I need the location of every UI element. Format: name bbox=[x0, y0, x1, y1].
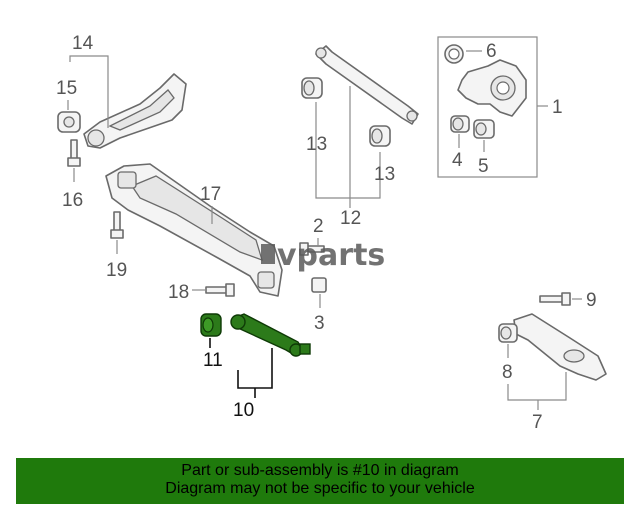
callout-11: 11 bbox=[203, 350, 223, 371]
bolt-19-part bbox=[113, 211, 121, 233]
callout-6: 6 bbox=[486, 41, 497, 62]
knuckle-assembly-group bbox=[437, 36, 548, 178]
callout-1: 1 bbox=[552, 97, 563, 118]
knuckle-bore bbox=[496, 81, 510, 95]
watermark-text: vparts bbox=[277, 238, 385, 273]
lateral-link-nut bbox=[299, 343, 311, 355]
callout-10: 10 bbox=[233, 400, 254, 421]
callout-5: 5 bbox=[478, 156, 489, 177]
lower-arm-part bbox=[513, 313, 607, 381]
lower-arm-group bbox=[498, 292, 607, 410]
nut-3-part bbox=[311, 277, 327, 293]
lateral-link-eye bbox=[230, 314, 246, 330]
bolt-19-head bbox=[110, 229, 124, 239]
callout-13b: 13 bbox=[374, 164, 395, 185]
subframe-mount-a bbox=[117, 171, 137, 189]
callout-9: 9 bbox=[586, 290, 597, 311]
bushing-13b-face bbox=[371, 128, 383, 144]
leader-10-bracket bbox=[237, 348, 273, 389]
bushing-13a-face bbox=[303, 80, 315, 96]
bushing-5-face bbox=[475, 122, 487, 136]
callout-17: 17 bbox=[200, 184, 221, 205]
callout-15: 15 bbox=[56, 78, 77, 99]
callout-7: 7 bbox=[532, 412, 543, 433]
bushing-11-face bbox=[202, 317, 214, 333]
exploded-parts-diagram: 1 2 3 4 5 6 7 8 9 10 11 12 13 13 14 15 1… bbox=[56, 33, 607, 433]
bolt-18-head bbox=[225, 283, 235, 297]
trailing-arm-part bbox=[83, 73, 187, 149]
info-banner: Part or sub-assembly is #10 in diagram D… bbox=[16, 458, 624, 504]
trailing-arm-rib bbox=[108, 89, 175, 131]
callout-13a: 13 bbox=[306, 134, 327, 155]
callout-3: 3 bbox=[314, 313, 325, 334]
watermark-logo: vparts bbox=[261, 238, 385, 273]
lower-arm-spring-seat bbox=[563, 349, 585, 363]
seal-ring-hole bbox=[448, 48, 460, 60]
bolt-16-part bbox=[70, 139, 78, 161]
callout-4: 4 bbox=[452, 150, 463, 171]
callout-14: 14 bbox=[72, 33, 94, 54]
upper-arm-eye-b bbox=[406, 110, 418, 122]
bolt-16-head bbox=[67, 157, 81, 167]
callout-18: 18 bbox=[168, 282, 189, 303]
callout-19: 19 bbox=[106, 260, 127, 281]
trailing-arm-eye bbox=[87, 129, 105, 147]
bolt-2-head bbox=[299, 242, 309, 256]
banner-line-1: Part or sub-assembly is #10 in diagram bbox=[181, 462, 459, 479]
callout-2: 2 bbox=[313, 216, 324, 237]
bushing-4-face bbox=[452, 117, 464, 131]
leader-14-bracket bbox=[69, 55, 109, 128]
bolt-9-part bbox=[539, 295, 565, 303]
callout-16: 16 bbox=[62, 190, 83, 211]
watermark-mark-icon bbox=[261, 244, 275, 264]
leader-13-bracket bbox=[315, 102, 381, 199]
bolt-9-head bbox=[561, 292, 571, 306]
subframe-group bbox=[105, 163, 327, 308]
upper-arm-group bbox=[301, 45, 419, 208]
banner-line-2: Diagram may not be specific to your vehi… bbox=[165, 480, 475, 497]
bushing-15-face bbox=[63, 116, 75, 128]
callout-8: 8 bbox=[502, 362, 513, 383]
group-box-1 bbox=[437, 36, 538, 178]
leader-7-bracket bbox=[507, 372, 567, 401]
callout-12: 12 bbox=[340, 208, 361, 229]
lateral-link-group bbox=[200, 313, 311, 398]
trailing-arm-group bbox=[57, 55, 187, 182]
bushing-8-face bbox=[500, 326, 512, 340]
subframe-mount-b bbox=[257, 271, 275, 289]
upper-arm-eye-a bbox=[315, 47, 327, 59]
upper-arm-part bbox=[315, 45, 419, 125]
bolt-18-part bbox=[205, 286, 229, 294]
